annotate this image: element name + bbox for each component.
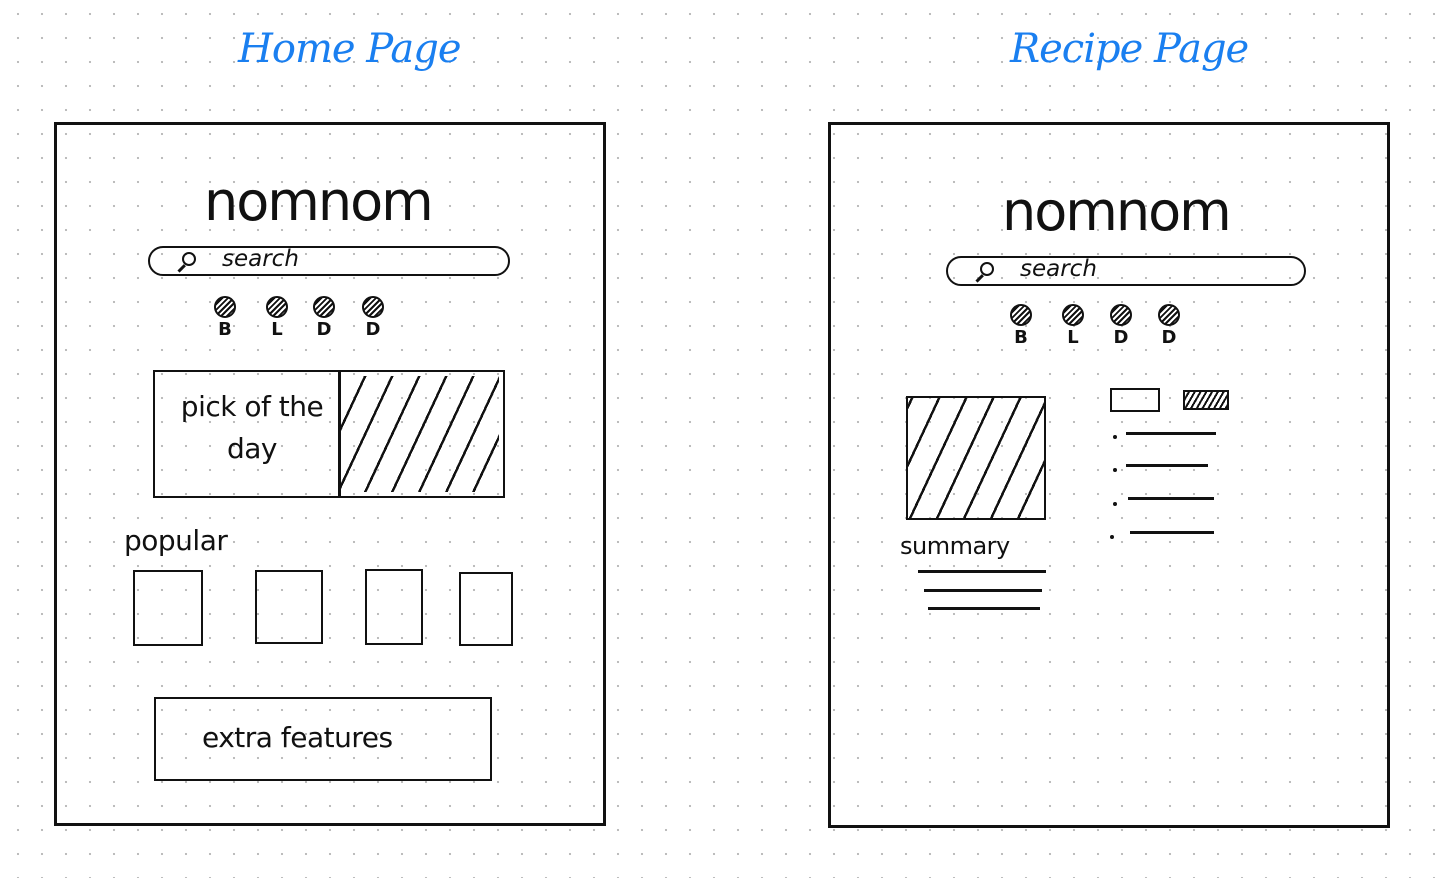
list-item-line (1126, 464, 1208, 467)
meal-label: D (1113, 327, 1129, 348)
home-logo: nomnom (204, 170, 434, 233)
summary-text-line (918, 570, 1046, 573)
meal-button-dinner[interactable]: D (1106, 304, 1136, 348)
meal-dot-icon (214, 296, 236, 318)
list-bullet (1113, 468, 1117, 472)
home-page-title: Home Page (238, 26, 462, 72)
meal-dot-icon (266, 296, 288, 318)
meal-label: L (1067, 327, 1079, 348)
recipe-search-input[interactable]: search (946, 256, 1306, 286)
card-divider (338, 372, 341, 496)
popular-item[interactable] (133, 570, 203, 646)
meal-label: D (316, 319, 332, 340)
home-search-placeholder: search (222, 246, 299, 272)
meal-button-breakfast[interactable]: B (210, 296, 240, 340)
meal-dot-icon (362, 296, 384, 318)
meal-dot-icon (1062, 304, 1084, 326)
meal-button-breakfast[interactable]: B (1006, 304, 1036, 348)
summary-text-line (924, 589, 1042, 592)
popular-item[interactable] (459, 572, 513, 646)
recipe-image-placeholder (906, 396, 1046, 520)
meal-button-lunch[interactable]: L (262, 296, 292, 340)
popular-heading: popular (124, 524, 228, 557)
meal-dot-icon (1010, 304, 1032, 326)
recipe-search-placeholder: search (1020, 256, 1097, 282)
meal-button-dessert[interactable]: D (1154, 304, 1184, 348)
directions-tab[interactable] (1183, 390, 1229, 410)
home-page-frame (54, 122, 606, 826)
pick-of-the-day-card[interactable]: pick of the day (153, 370, 505, 498)
home-search-input[interactable]: search (148, 246, 510, 276)
meal-button-dessert[interactable]: D (358, 296, 388, 340)
popular-item[interactable] (255, 570, 323, 644)
meal-dot-icon (313, 296, 335, 318)
list-bullet (1113, 435, 1117, 439)
popular-item[interactable] (365, 569, 423, 645)
pick-of-the-day-label: pick of the day (180, 390, 324, 465)
recipe-logo: nomnom (1002, 180, 1232, 243)
meal-dot-icon (1158, 304, 1180, 326)
list-bullet (1113, 502, 1117, 506)
list-item-line (1130, 531, 1214, 534)
meal-label: B (218, 319, 232, 340)
search-icon (980, 262, 994, 276)
list-item-line (1126, 432, 1216, 435)
summary-text-line (928, 607, 1040, 610)
recipe-page-title: Recipe Page (1010, 26, 1249, 72)
summary-heading: summary (900, 532, 1010, 560)
recipe-page-frame (828, 122, 1390, 828)
search-icon (182, 252, 196, 266)
ingredients-tab[interactable] (1110, 388, 1160, 412)
meal-dot-icon (1110, 304, 1132, 326)
extra-features-box[interactable]: extra features (154, 697, 492, 781)
meal-label: D (365, 319, 381, 340)
list-bullet (1110, 535, 1114, 539)
list-item-line (1128, 497, 1214, 500)
meal-button-lunch[interactable]: L (1058, 304, 1088, 348)
meal-label: B (1014, 327, 1028, 348)
extra-features-label: extra features (202, 721, 393, 754)
meal-label: L (271, 319, 283, 340)
meal-button-dinner[interactable]: D (309, 296, 339, 340)
meal-label: D (1161, 327, 1177, 348)
pick-image-placeholder (341, 376, 499, 492)
